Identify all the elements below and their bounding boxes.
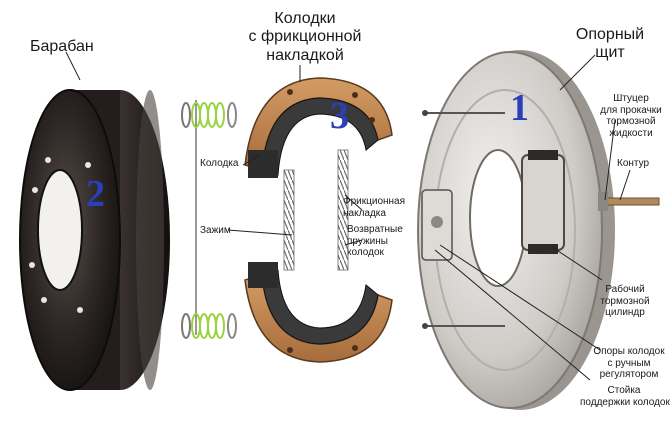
backplate-number: 1 xyxy=(510,87,529,129)
post-label-line-1: Стойка xyxy=(607,385,641,396)
cylinder-label: Рабочий тормозной цилиндр xyxy=(588,284,662,319)
supports-label-line-2: с ручным xyxy=(607,357,651,369)
shoes-number: 3 xyxy=(330,95,349,137)
drum-label: Барабан xyxy=(30,38,94,55)
contour-label: Контур xyxy=(617,158,650,169)
post-label-line-2: поддержки колодок xyxy=(580,396,670,408)
bleeder-label-line-1: Штуцер xyxy=(613,93,649,104)
shoes-title: Колодки с фрикционной накладкой xyxy=(240,10,370,65)
drum-number: 2 xyxy=(86,173,105,215)
cylinder-label-line-3: цилиндр xyxy=(605,307,645,318)
springs-label-line-2: пружины xyxy=(347,235,388,247)
backing-plate xyxy=(417,50,660,410)
supports-label-line-1: Опоры колодок xyxy=(593,346,665,357)
supports-label: Опоры колодок с ручным регулятором xyxy=(588,346,670,381)
shoes-title-line-2: с фрикционной xyxy=(248,28,362,46)
backplate-label-line-2: щит xyxy=(595,44,625,62)
clamp-label: Зажим xyxy=(200,225,231,236)
post-label: Стойка поддержки колодок xyxy=(580,385,670,408)
lining-label: Фрикционная накладка xyxy=(343,196,405,219)
brake-drum xyxy=(19,89,170,391)
brake-shoes xyxy=(244,77,393,363)
springs-label: Возвратные пружины колодок xyxy=(347,224,403,259)
bleeder-label: Штуцер для прокачки тормозной жидкости xyxy=(593,93,669,139)
lining-label-line-1: Фрикционная xyxy=(343,196,406,207)
lining-label-line-2: накладка xyxy=(343,207,386,219)
cylinder-label-line-2: тормозной xyxy=(600,295,650,307)
shoe-label: Колодка xyxy=(200,158,239,169)
bleeder-label-line-3: тормозной xyxy=(606,116,656,127)
cylinder-label-line-1: Рабочий xyxy=(605,284,645,295)
springs-label-line-1: Возвратные xyxy=(347,224,403,235)
bleeder-label-line-2: для прокачки xyxy=(600,104,662,116)
leader-lines xyxy=(65,51,631,381)
clamp-parts xyxy=(181,100,237,339)
supports-label-line-3: регулятором xyxy=(599,369,659,380)
backplate-label: Опорный щит xyxy=(565,26,655,63)
springs-label-line-3: колодок xyxy=(347,247,384,258)
bleeder-label-line-4: жидкости xyxy=(609,127,653,139)
shoes-title-line-3: накладкой xyxy=(266,46,344,64)
backplate-label-line-1: Опорный xyxy=(575,26,645,43)
shoes-title-line-1: Колодки xyxy=(274,10,336,27)
